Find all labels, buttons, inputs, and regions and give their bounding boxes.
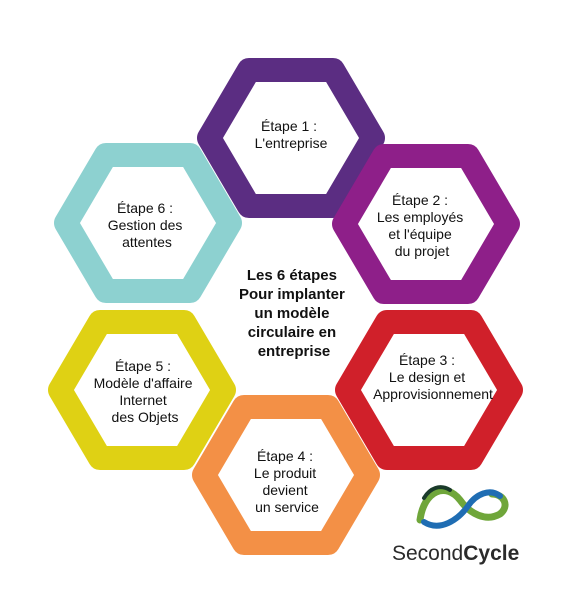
step-4-line-1: Étape 4 :	[257, 448, 313, 464]
center-title: Les 6 étapes Pour implanter un modèle ci…	[239, 267, 349, 360]
svg-text:Étape 6 : Gestion des: Étape 6 : Gestion des attentes	[108, 200, 187, 250]
center-title-line-1: Les 6 étapes	[247, 267, 337, 284]
step-5-line-2: Modèle d'affaire	[94, 375, 193, 391]
step-2-hexagon: Étape 2 : Les employés et l'équipe du pr…	[332, 144, 520, 304]
step-4-shape	[192, 395, 380, 555]
step-4-hexagon: Étape 4 : Le produit devient un service	[192, 395, 380, 555]
step-1-hexagon: Étape 1 : L'entreprise	[197, 58, 385, 218]
step-3-line-3: Approvisionnement	[373, 386, 493, 402]
step-5-hexagon: Étape 5 : Modèle d'affaire Internet des …	[48, 310, 236, 470]
step-4-line-3: devient	[262, 482, 307, 498]
step-2-line-4: du projet	[395, 243, 450, 259]
step-5-line-4: des Objets	[112, 409, 179, 425]
logo-word-regular: Second	[392, 542, 463, 565]
step-3-line-2: Le design et	[389, 369, 465, 385]
step-6-line-1: Étape 6 :	[117, 200, 173, 216]
center-title-line-5: entreprise	[258, 343, 331, 360]
step-1-shape	[197, 58, 385, 218]
step-3-hexagon: Étape 3 : Le design et Approvisionnement	[335, 310, 523, 470]
step-6-line-2: Gestion des	[108, 217, 183, 233]
svg-text:Étape 5 : Modèle d'affai: Étape 5 : Modèle d'affaire Internet des …	[94, 358, 197, 425]
step-6-shape	[54, 143, 242, 303]
step-2-line-2: Les employés	[377, 209, 463, 225]
step-6-line-3: attentes	[122, 234, 172, 250]
logo-word-bold: Cycle	[463, 542, 519, 565]
step-4-line-4: un service	[255, 499, 319, 515]
logo-wordmark: SecondCycle	[392, 542, 519, 565]
step-5-line-3: Internet	[119, 392, 167, 408]
center-title-line-4: circulaire en	[248, 324, 336, 341]
step-2-line-1: Étape 2 :	[392, 192, 448, 208]
step-2-shape	[332, 144, 520, 304]
svg-text:Étape 3 : Le design et: Étape 3 : Le design et Approvisionnement	[373, 352, 493, 402]
step-5-shape	[48, 310, 236, 470]
step-3-shape	[335, 310, 523, 470]
step-6-hexagon: Étape 6 : Gestion des attentes	[54, 143, 242, 303]
step-3-line-1: Étape 3 :	[399, 352, 455, 368]
step-1-line-1: Étape 1 :	[261, 118, 317, 134]
step-4-line-2: Le produit	[254, 465, 316, 481]
second-cycle-logo: SecondCycle	[392, 485, 519, 565]
second-cycle-logo-icon	[416, 485, 509, 529]
step-1-line-2: L'entreprise	[255, 135, 328, 151]
svg-text:Étape 1 : L'entreprise: Étape 1 : L'entreprise	[255, 118, 328, 151]
center-title-line-3: un modèle	[254, 305, 329, 322]
step-2-line-3: et l'équipe	[388, 226, 452, 242]
svg-text:Étape 2 : Les employés: Étape 2 : Les employés et l'équipe du pr…	[377, 192, 467, 259]
step-5-line-1: Étape 5 :	[115, 358, 171, 374]
center-title-line-2: Pour implanter	[239, 286, 345, 303]
svg-text:Étape 4 : Le produit: Étape 4 : Le produit devient un service	[254, 448, 320, 515]
